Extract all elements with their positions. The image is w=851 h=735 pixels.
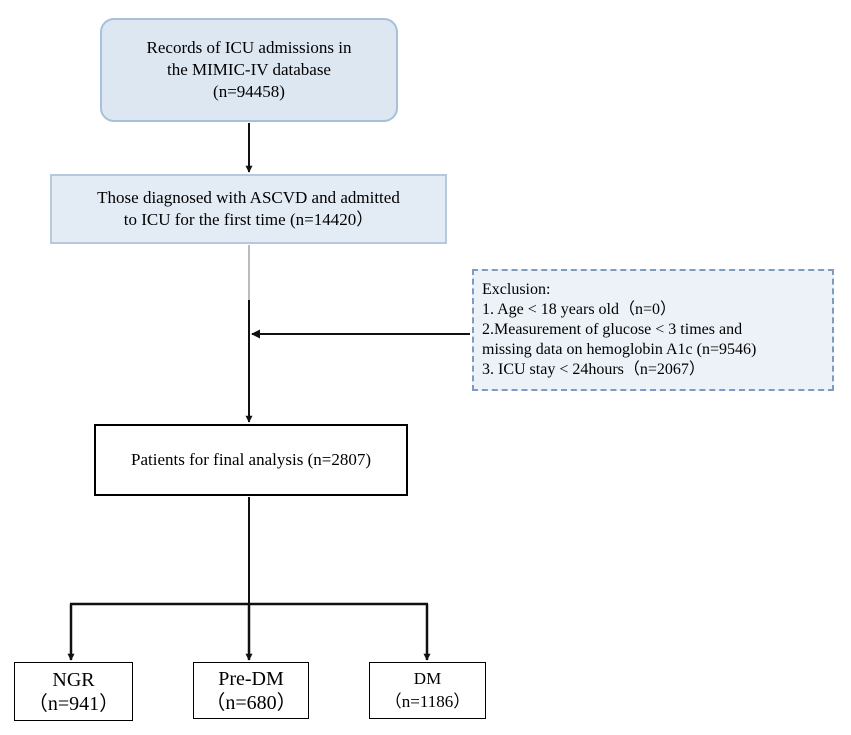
- ascvd-line-1: Those diagnosed with ASCVD and admitted: [97, 187, 400, 207]
- records-line-1: Records of ICU admissions in: [146, 37, 352, 57]
- ngr-box: NGR （n=941）: [14, 662, 133, 721]
- dm-name: DM: [413, 668, 442, 688]
- dm-box: DM （n=1186）: [369, 662, 486, 719]
- ascvd-line-2: to ICU for the first time (n=14420）: [123, 210, 374, 229]
- exclusion-box: Exclusion: 1. Age < 18 years old（n=0） 2.…: [472, 269, 834, 391]
- records-line-3: (n=94458): [213, 82, 285, 102]
- predm-count: （n=680）: [205, 691, 297, 714]
- records-line-2: the MIMIC-IV database: [167, 59, 331, 79]
- predm-box: Pre-DM （n=680）: [193, 662, 309, 719]
- predm-name: Pre-DM: [218, 667, 284, 690]
- records-box: Records of ICU admissions in the MIMIC-I…: [100, 18, 398, 122]
- final-analysis-label: Patients for final analysis (n=2807): [131, 449, 371, 469]
- exclusion-item-glucose-cont: missing data on hemoglobin A1c (n=9546): [482, 341, 757, 358]
- dm-count: （n=1186）: [384, 691, 471, 711]
- exclusion-item-glucose: 2.Measurement of glucose < 3 times and: [482, 321, 743, 338]
- final-analysis-box: Patients for final analysis (n=2807): [94, 424, 408, 496]
- exclusion-item-age: 1. Age < 18 years old（n=0）: [482, 301, 677, 318]
- ngr-count: （n=941）: [27, 692, 120, 715]
- exclusion-item-icu-stay: 3. ICU stay < 24hours（n=2067）: [482, 361, 705, 378]
- ngr-name: NGR: [52, 668, 95, 691]
- ascvd-box: Those diagnosed with ASCVD and admitted …: [50, 174, 447, 244]
- exclusion-heading: Exclusion:: [482, 281, 551, 298]
